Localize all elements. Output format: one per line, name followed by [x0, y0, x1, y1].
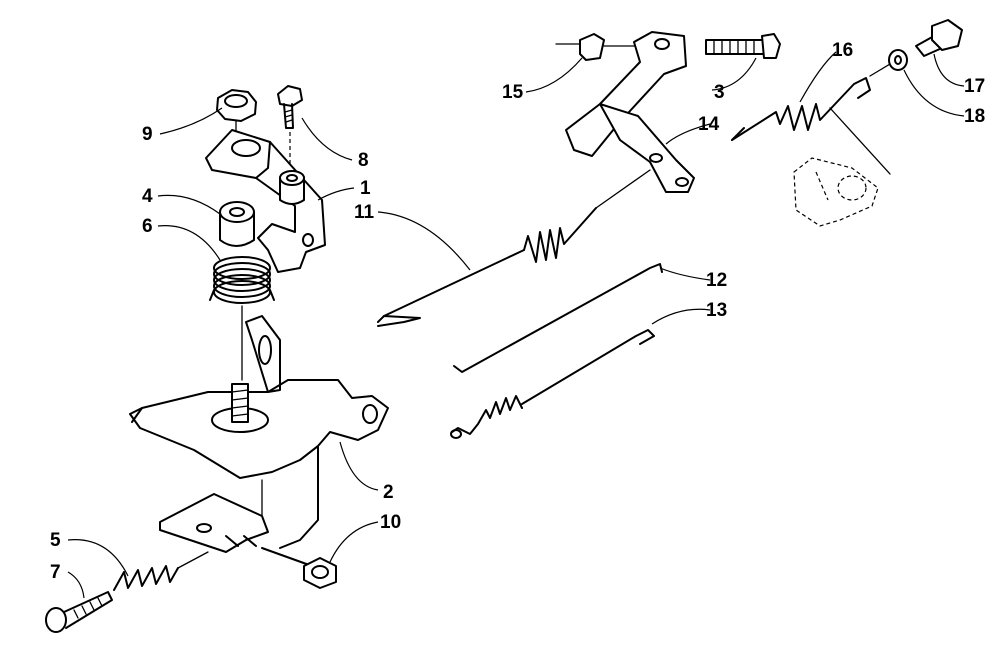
- part-3-bolt: [705, 33, 781, 59]
- part-10-bolt: [261, 547, 337, 589]
- callout-13: 13: [706, 300, 727, 321]
- part-2-base-plate: [129, 315, 389, 553]
- part-7-screw: [45, 591, 113, 633]
- part-6-coil-spring: [209, 256, 275, 304]
- callout-8: 8: [358, 150, 369, 171]
- part-17-bolt: [915, 19, 963, 57]
- phantom-part: [793, 157, 879, 227]
- callout-1: 1: [360, 178, 371, 199]
- callout-14: 14: [698, 114, 720, 135]
- callout-15: 15: [502, 82, 524, 103]
- callout-3: 3: [714, 82, 725, 103]
- callout-10: 10: [380, 512, 401, 533]
- part-5-spring: [113, 551, 209, 591]
- part-sleeve: [279, 170, 305, 205]
- callout-16: 16: [832, 40, 853, 61]
- callout-2: 2: [383, 482, 394, 503]
- part-12-rod: [453, 263, 663, 373]
- part-13-spring-rod: [450, 329, 655, 439]
- callout-5: 5: [50, 530, 61, 551]
- part-8-bolt: [277, 85, 303, 168]
- callout-labels: 1 2 3 4 5 6 7 8 9 10 11 12 13 14 15 16 1…: [50, 40, 985, 583]
- callout-17: 17: [964, 76, 985, 97]
- callout-11: 11: [354, 202, 375, 223]
- callout-9: 9: [142, 124, 153, 145]
- part-15-block: [555, 33, 637, 61]
- callout-4: 4: [142, 186, 153, 207]
- part-9-nut: [216, 89, 257, 136]
- part-18-washer: [869, 49, 908, 77]
- callout-18: 18: [964, 106, 985, 127]
- part-14-lever: [565, 31, 695, 193]
- stud-bolt: [231, 383, 249, 423]
- callout-6: 6: [142, 216, 153, 237]
- part-4-spacer: [219, 201, 255, 247]
- callout-12: 12: [706, 270, 727, 291]
- part-1-bracket: [205, 129, 326, 273]
- part-11-spring-rod: [377, 169, 651, 327]
- part-16-spring: [731, 77, 871, 141]
- leader-lines: [67, 51, 965, 599]
- callout-7: 7: [50, 562, 61, 583]
